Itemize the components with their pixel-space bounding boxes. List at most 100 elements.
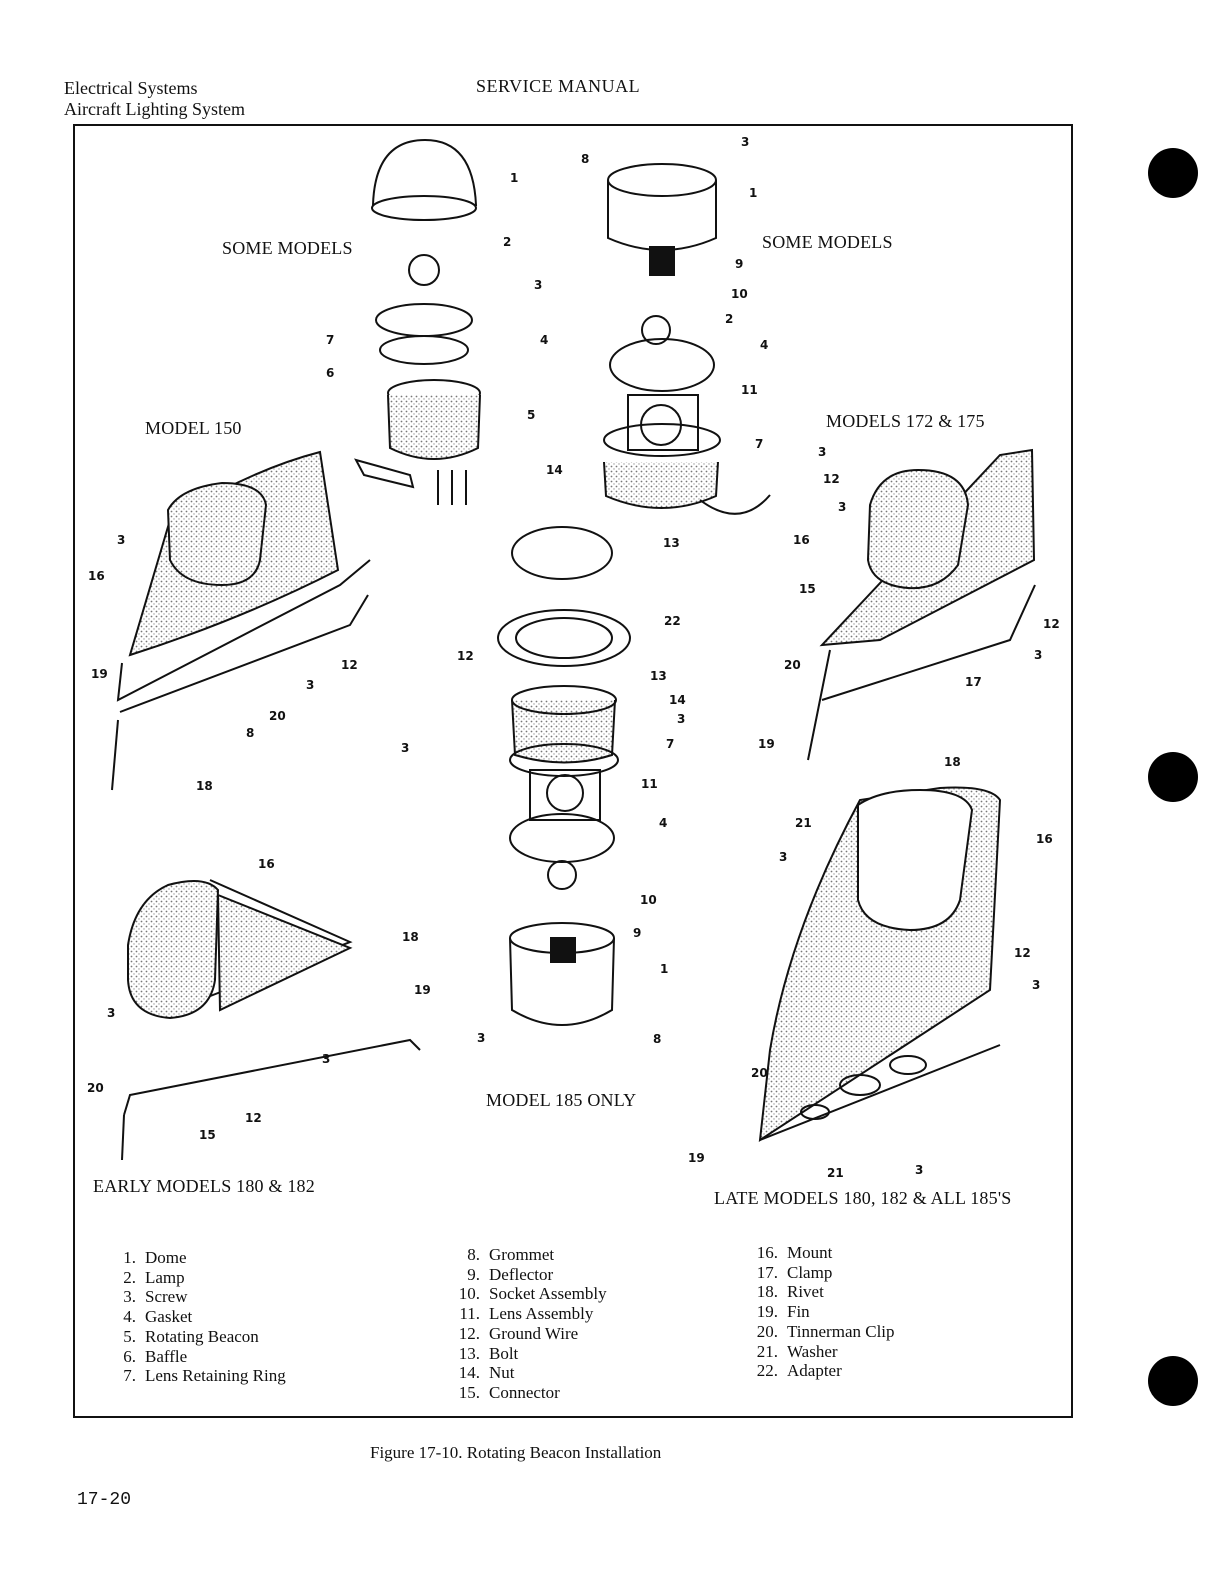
callout-3-model150: 3 — [117, 533, 126, 547]
callout-19-model150: 19 — [91, 667, 108, 681]
callout-18-model172: 18 — [944, 755, 961, 769]
callout-21-late180: 21 — [795, 816, 812, 830]
callout-18-early180: 18 — [402, 930, 419, 944]
legend-item: 19.Fin — [756, 1302, 810, 1322]
callout-14-model185: 14 — [669, 693, 686, 707]
punch-hole-bottom — [1148, 1356, 1198, 1406]
legend-item: 21.Washer — [756, 1341, 838, 1361]
callout-6-top-left: 6 — [326, 366, 335, 380]
callout-2-top-right: 2 — [725, 312, 734, 326]
callout-9-model185: 9 — [633, 926, 642, 940]
legend-item: 4.Gasket — [123, 1307, 193, 1327]
callout-1-top-left: 1 — [510, 171, 519, 185]
callout-3-top-left: 3 — [534, 278, 543, 292]
legend-item: 10.Socket Assembly — [458, 1284, 607, 1304]
view-label-early-180-182: EARLY MODELS 180 & 182 — [93, 1176, 315, 1196]
callout-13-top-right: 13 — [663, 536, 680, 550]
view-label-some-models-left: SOME MODELS — [222, 238, 353, 258]
callout-1-model185: 1 — [660, 962, 669, 976]
callout-21b-late180: 21 — [827, 1166, 844, 1180]
view-label-some-models-right: SOME MODELS — [762, 232, 893, 252]
callout-3-model172: 3 — [818, 445, 827, 459]
callout-16-model150: 16 — [88, 569, 105, 583]
callout-12-model185: 12 — [457, 649, 474, 663]
callout-12b-model172: 12 — [1043, 617, 1060, 631]
callout-18-model150: 18 — [196, 779, 213, 793]
callout-16-model172: 16 — [793, 533, 810, 547]
punch-hole-middle — [1148, 752, 1198, 802]
callout-3-early180: 3 — [107, 1006, 116, 1020]
parts-legend-column-2: 8.Grommet 9.Deflector 10.Socket Assembly… — [440, 1245, 607, 1403]
page-number: 17-20 — [77, 1490, 132, 1510]
callout-10-model185: 10 — [640, 893, 657, 907]
callout-1-top-right: 1 — [749, 186, 758, 200]
legend-item: 5.Rotating Beacon — [123, 1326, 259, 1346]
callout-3-late180: 3 — [779, 850, 788, 864]
callout-3b-model150: 3 — [306, 678, 315, 692]
callout-4-top-right: 4 — [760, 338, 769, 352]
header-section-title: Electrical Systems Aircraft Lighting Sys… — [64, 78, 245, 120]
legend-item: 12.Ground Wire — [458, 1323, 579, 1343]
header-line-1: Electrical Systems — [64, 78, 198, 98]
callout-3-model185: 3 — [677, 712, 686, 726]
callout-19-model172: 19 — [758, 737, 775, 751]
callout-3c-model172: 3 — [1034, 648, 1043, 662]
callout-19-early180: 19 — [414, 983, 431, 997]
legend-item: 2.Lamp — [123, 1267, 185, 1287]
callout-3b-early180: 3 — [322, 1052, 331, 1066]
header-manual-title: SERVICE MANUAL — [476, 76, 641, 96]
callout-20-model172: 20 — [784, 658, 801, 672]
callout-11-top-right: 11 — [741, 383, 758, 397]
legend-item: 3.Screw — [123, 1287, 188, 1307]
callout-3b-model172: 3 — [838, 500, 847, 514]
callout-15-early180: 15 — [199, 1128, 216, 1142]
legend-item: 7.Lens Retaining Ring — [123, 1366, 286, 1386]
legend-item: 13.Bolt — [458, 1343, 519, 1363]
callout-8-top-right: 8 — [581, 152, 590, 166]
figure-frame — [73, 124, 1073, 1418]
legend-item: 17.Clamp — [756, 1262, 833, 1282]
callout-12-late180: 12 — [1014, 946, 1031, 960]
callout-11-model185: 11 — [641, 777, 658, 791]
callout-12-model172: 12 — [823, 472, 840, 486]
callout-22-model185: 22 — [664, 614, 681, 628]
callout-8-model150: 8 — [246, 726, 255, 740]
legend-item: 16.Mount — [756, 1243, 833, 1262]
view-label-late-180-182-185: LATE MODELS 180, 182 & ALL 185'S — [714, 1188, 1012, 1208]
callout-20-early180: 20 — [87, 1081, 104, 1095]
parts-legend-column-1: 1.Dome 2.Lamp 3.Screw 4.Gasket 5.Rotatin… — [96, 1248, 286, 1386]
figure-caption: Figure 17-10. Rotating Beacon Installati… — [370, 1443, 662, 1462]
callout-3b-late180: 3 — [1032, 978, 1041, 992]
view-label-models-172-175: MODELS 172 & 175 — [826, 411, 985, 431]
legend-item: 8.Grommet — [467, 1245, 555, 1264]
callout-3c-late180: 3 — [915, 1163, 924, 1177]
legend-item: 14.Nut — [458, 1363, 515, 1383]
legend-item: 15.Connector — [458, 1382, 560, 1402]
callout-17-model172: 17 — [965, 675, 982, 689]
callout-14-top-right: 14 — [546, 463, 563, 477]
legend-item: 9.Deflector — [467, 1264, 554, 1284]
callout-4-model185: 4 — [659, 816, 668, 830]
callout-10-top-right: 10 — [731, 287, 748, 301]
view-label-model-150: MODEL 150 — [145, 418, 242, 438]
view-label-model-185-only: MODEL 185 ONLY — [486, 1090, 637, 1110]
callout-7-top-right: 7 — [755, 437, 764, 451]
callout-16-early180: 16 — [258, 857, 275, 871]
callout-16-late180: 16 — [1036, 832, 1053, 846]
legend-item: 22.Adapter — [756, 1361, 842, 1381]
callout-20-late180: 20 — [751, 1066, 768, 1080]
callout-15-model172: 15 — [799, 582, 816, 596]
header-line-2: Aircraft Lighting System — [64, 99, 245, 119]
legend-item: 20.Tinnerman Clip — [756, 1321, 895, 1341]
callout-3-top-right: 3 — [741, 135, 750, 149]
callout-20-model150: 20 — [269, 709, 286, 723]
callout-12-model150: 12 — [341, 658, 358, 672]
callout-7-model185: 7 — [666, 737, 675, 751]
callout-9-top-right: 9 — [735, 257, 744, 271]
callout-12-early180: 12 — [245, 1111, 262, 1125]
callout-7-top-left: 7 — [326, 333, 335, 347]
callout-3c-model185: 3 — [477, 1031, 486, 1045]
callout-2-top-left: 2 — [503, 235, 512, 249]
punch-hole-top — [1148, 148, 1198, 198]
